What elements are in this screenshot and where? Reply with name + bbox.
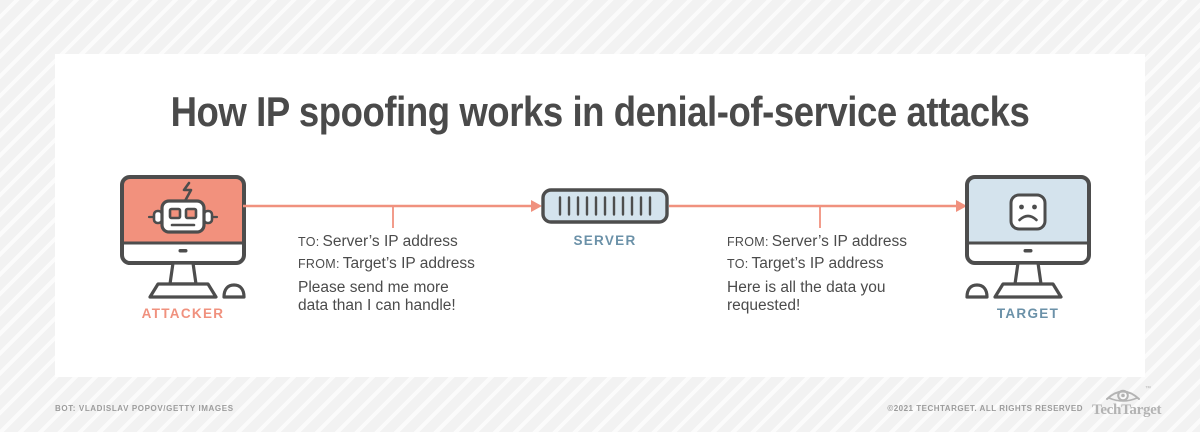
robot-antenna-bolt: [182, 181, 193, 203]
packet-field-value: Server’s IP address: [322, 233, 458, 250]
packet-field-label: TO:: [298, 235, 320, 249]
packet-message-attacker-to-server: TO:Server’s IP address FROM:Target’s IP …: [298, 231, 475, 314]
packet-message-body: Please send me more data than I can hand…: [298, 279, 456, 314]
techtarget-eye-icon: [1106, 389, 1140, 402]
packet-field-label: FROM:: [727, 235, 769, 249]
monitor-base: [993, 282, 1063, 299]
attacker-computer-icon: [120, 175, 246, 299]
server-label: SERVER: [573, 233, 637, 248]
server-icon: [541, 188, 669, 224]
target-label: TARGET: [996, 306, 1060, 321]
mouse-icon: [222, 283, 246, 299]
robot-eye: [168, 207, 182, 220]
image-credit: BOT: VLADISLAV POPOV/GETTY IMAGES: [55, 404, 234, 413]
mouse-icon: [965, 283, 989, 299]
arrowhead: [531, 200, 542, 212]
packet-field-value: Target’s IP address: [751, 255, 884, 272]
trademark-symbol: ™: [1145, 386, 1151, 392]
page-title: How IP spoofing works in denial-of-servi…: [170, 88, 1030, 135]
monitor-stand: [1013, 261, 1043, 286]
packet-message-server-to-target: FROM:Server’s IP address TO:Target’s IP …: [727, 231, 907, 314]
monitor-base: [148, 282, 218, 299]
robot-face-icon: [147, 181, 219, 234]
packet-field: TO:Server’s IP address: [298, 231, 475, 253]
techtarget-logo: ™ TechTarget: [1092, 386, 1162, 419]
packet-field-label: FROM:: [298, 257, 340, 271]
monitor-button: [178, 249, 188, 253]
server-vents: [558, 196, 652, 216]
techtarget-wordmark: TechTarget: [1092, 402, 1162, 418]
packet-field: FROM:Server’s IP address: [727, 231, 907, 253]
monitor-button: [1023, 249, 1033, 253]
robot-eye: [184, 207, 198, 220]
packet-field: TO:Target’s IP address: [727, 253, 907, 275]
packet-field-label: TO:: [727, 257, 749, 271]
packet-field-value: Server’s IP address: [771, 233, 908, 250]
arrow-server-to-target-icon: [669, 200, 967, 228]
packet-message-body: Here is all the data you requested!: [727, 279, 886, 314]
arrowhead: [956, 200, 967, 212]
packet-field: FROM:Target’s IP address: [298, 253, 475, 275]
attacker-label: ATTACKER: [141, 306, 225, 321]
copyright-notice: ©2021 TECHTARGET. ALL RIGHTS RESERVED: [887, 404, 1083, 413]
packet-field-value: Target’s IP address: [342, 255, 475, 272]
sad-face-icon: [1009, 193, 1047, 231]
monitor-stand: [168, 261, 198, 286]
target-computer-icon: [965, 175, 1091, 299]
arrow-attacker-to-server-icon: [243, 200, 542, 228]
sad-mouth: [1018, 214, 1038, 222]
